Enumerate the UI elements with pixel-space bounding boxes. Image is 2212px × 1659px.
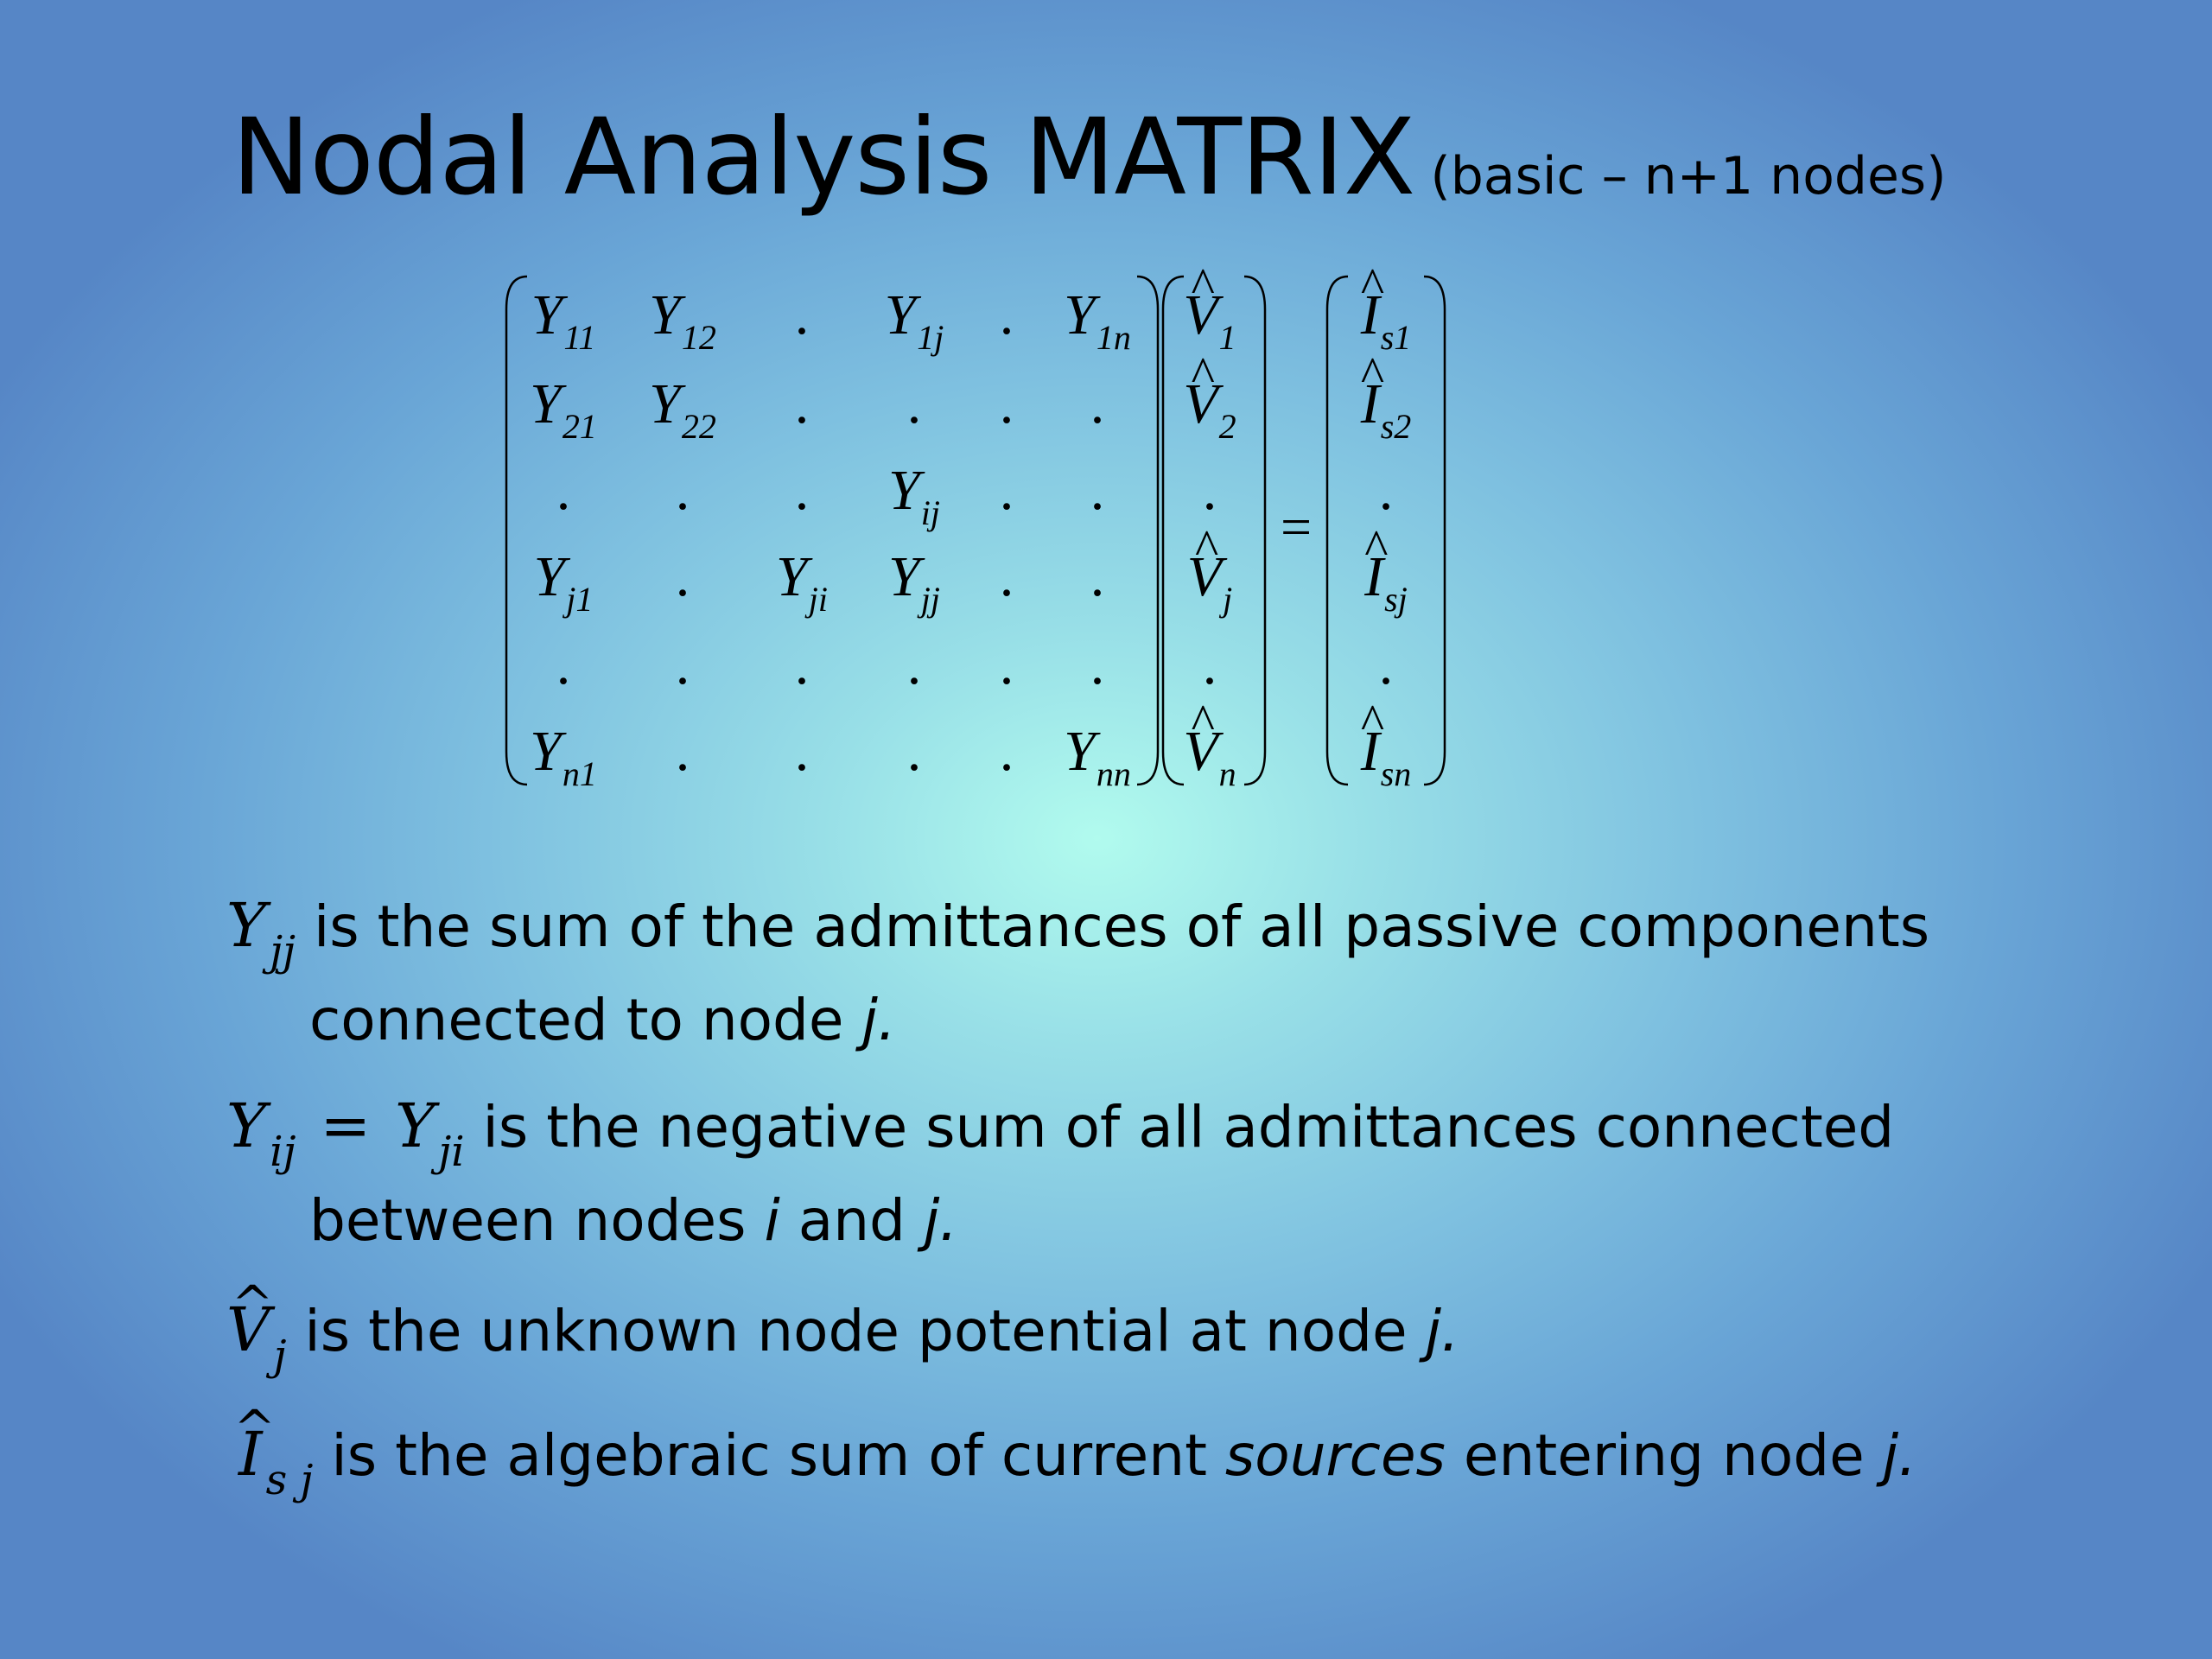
- v-vector-entry: V1: [1183, 287, 1236, 355]
- y-matrix-entry: Yij: [888, 459, 940, 532]
- y-matrix-entry: Y12: [649, 283, 716, 357]
- v-vector-entry: .: [1202, 633, 1217, 696]
- definition-yjj: Yjj is the sum of the admittances of all…: [226, 881, 1929, 1065]
- y-matrix-entry: Yji: [776, 545, 828, 619]
- y-matrix-entry: Y1j: [884, 283, 944, 357]
- y-matrix-entry: .: [999, 633, 1014, 696]
- definition-isj: Is j is the algebraic sum of current sou…: [238, 1410, 1916, 1505]
- y-matrix-entry: Y11: [531, 283, 596, 357]
- v-vector-entry: Vj: [1187, 549, 1232, 617]
- y-matrix-entry: .: [1090, 633, 1105, 696]
- v-vector-right-bracket: [1243, 275, 1267, 786]
- definition-yij-line1: is the negative sum of all admittances c…: [464, 1094, 1895, 1160]
- y-matrix-entry: .: [675, 633, 690, 696]
- i-vector-entry: .: [1378, 633, 1394, 696]
- symbol-yji: Yji: [395, 1090, 465, 1176]
- i-vector-entry: Is2: [1361, 376, 1412, 444]
- v-vector-entry: .: [1202, 459, 1217, 522]
- i-vector-entry: Is1: [1361, 287, 1412, 355]
- definition-yij: Yij = Yji is the negative sum of all admit…: [226, 1082, 1894, 1265]
- i-vector-entry: Isj: [1364, 549, 1408, 617]
- y-matrix-left-bracket: [505, 275, 528, 786]
- y-matrix-entry: Y22: [649, 372, 716, 446]
- y-matrix-entry: .: [556, 633, 571, 696]
- y-matrix-entry: .: [675, 720, 690, 783]
- y-matrix-entry: Y1n: [1064, 283, 1131, 357]
- v-vector-entry: Vn: [1183, 723, 1236, 791]
- symbol-yij: Yij: [226, 1090, 296, 1176]
- y-matrix-entry: .: [999, 545, 1014, 608]
- y-matrix-entry: .: [906, 372, 922, 435]
- definition-vj: Vj is the unknown node potential at node…: [226, 1286, 1459, 1381]
- y-matrix-entry: .: [675, 459, 690, 522]
- i-vector-left-bracket: [1325, 275, 1349, 786]
- y-matrix-entry: .: [906, 720, 922, 783]
- y-matrix-entry: .: [794, 283, 810, 346]
- definition-yij-line2: between nodes i and j.: [309, 1187, 958, 1254]
- i-vector-right-bracket: [1423, 275, 1446, 786]
- y-matrix-entry: .: [999, 720, 1014, 783]
- y-matrix-entry: .: [794, 459, 810, 522]
- y-matrix-entry: .: [999, 372, 1014, 435]
- symbol-isj: Is j: [238, 1419, 313, 1504]
- symbol-vj: Vj: [226, 1294, 286, 1380]
- y-matrix-entry: .: [1090, 459, 1105, 522]
- y-matrix-entry: .: [675, 545, 690, 608]
- y-matrix-entry: .: [556, 459, 571, 522]
- y-matrix-entry: .: [999, 459, 1014, 522]
- y-matrix-entry: .: [794, 720, 810, 783]
- equals-sign: =: [1280, 496, 1313, 557]
- y-matrix-entry: .: [794, 633, 810, 696]
- equals-operator: =: [320, 1090, 372, 1161]
- y-matrix-entry: .: [999, 283, 1014, 346]
- y-matrix-entry: Yn1: [530, 720, 597, 793]
- title-subtitle: (basic – n+1 nodes): [1430, 146, 1947, 207]
- y-matrix-entry: Yj1: [533, 545, 594, 619]
- definition-yjj-line1: is the sum of the admittances of all pas…: [295, 893, 1930, 960]
- title-text: Nodal Analysis MATRIX: [232, 96, 1415, 219]
- v-vector-entry: V2: [1183, 376, 1236, 444]
- y-matrix-right-bracket: [1136, 275, 1160, 786]
- y-matrix-entry: Yjj: [888, 545, 940, 619]
- y-matrix-entry: .: [1090, 372, 1105, 435]
- definition-yjj-line2: connected to node j.: [309, 987, 896, 1053]
- y-matrix-entry: .: [794, 372, 810, 435]
- i-vector-entry: Isn: [1361, 723, 1412, 791]
- i-vector-entry: .: [1378, 459, 1394, 522]
- y-matrix-entry: .: [1090, 545, 1105, 608]
- slide-title: Nodal Analysis MATRIX(basic – n+1 nodes): [232, 97, 1947, 237]
- v-vector-left-bracket: [1161, 275, 1185, 786]
- symbol-yjj: Yjj: [226, 890, 296, 976]
- y-matrix-entry: Ynn: [1064, 720, 1131, 793]
- y-matrix-entry: Y21: [530, 372, 597, 446]
- y-matrix-entry: .: [906, 633, 922, 696]
